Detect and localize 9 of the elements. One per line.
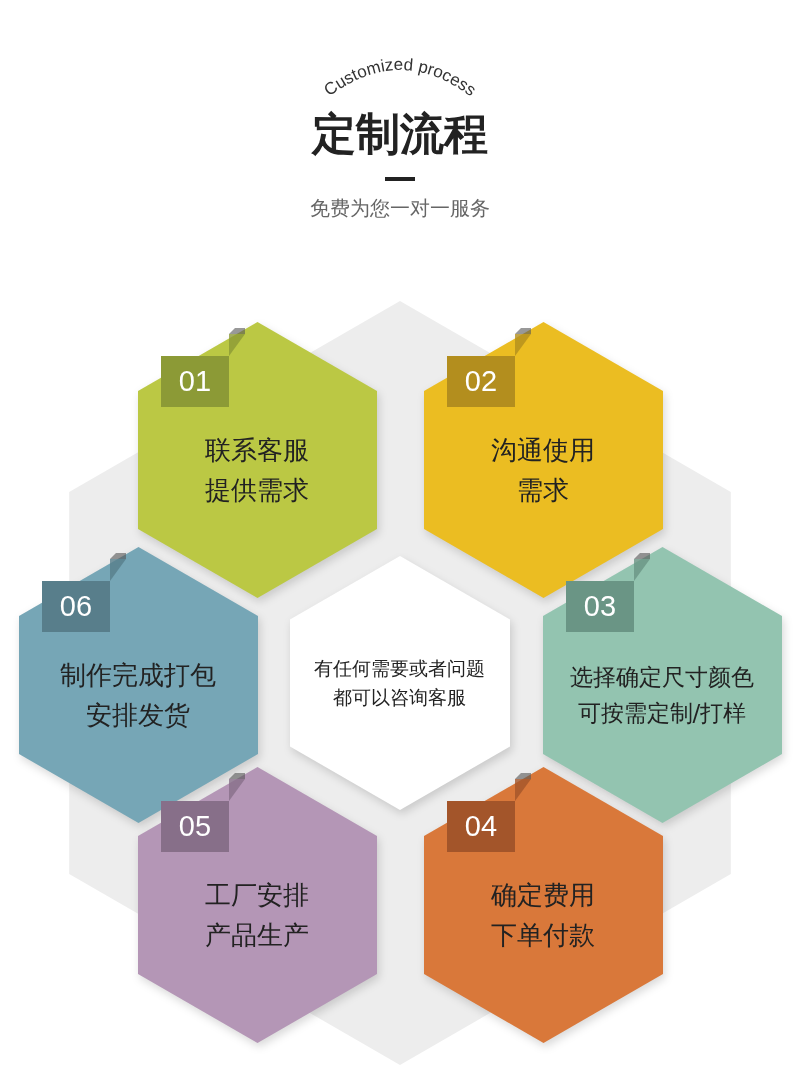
step-text: 制作完成打包安排发货 <box>59 659 217 732</box>
step-text: 有任何需要或者问题都可以咨询客服 <box>313 656 487 710</box>
step-text: 沟通使用需求 <box>490 434 596 507</box>
step-text: 工厂安排产品生产 <box>204 879 310 952</box>
step-text: 确定费用下单付款 <box>490 879 596 952</box>
step-text: 选择确定尺寸颜色可按需定制/打样 <box>569 663 755 728</box>
subtitle: 免费为您一对一服务 <box>309 195 491 222</box>
title: 定制流程 <box>310 107 489 161</box>
step-text: 联系客服提供需求 <box>204 434 310 507</box>
